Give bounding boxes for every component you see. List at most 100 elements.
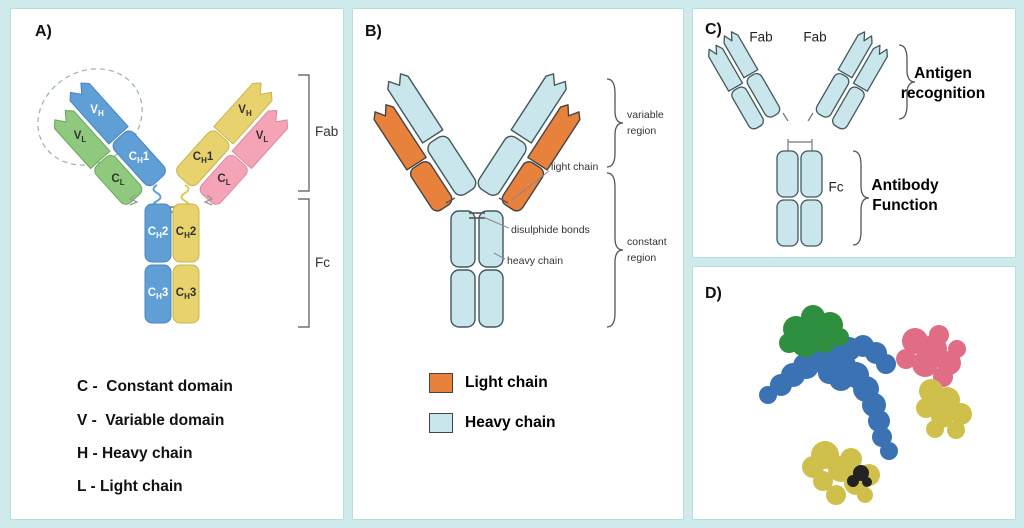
- fab-left-label: Fab: [749, 29, 773, 45]
- heavy-chain-legend-label: Heavy chain: [465, 414, 556, 431]
- vh-domain-right-yellow: [213, 82, 273, 145]
- molecule-green-lobe: [779, 305, 849, 357]
- vh-domain-left-blue: [69, 82, 129, 145]
- antigen-recognition-brace: [898, 44, 916, 120]
- fab-fragment-right: [815, 31, 888, 130]
- cl-domain-right-pink: [199, 154, 248, 205]
- label-ch2-left: CH2: [147, 225, 169, 241]
- light-chain-annotation: light chain: [551, 161, 599, 173]
- label-ch1-left: CH1: [128, 150, 150, 166]
- light-chain-pointer-line: [511, 170, 550, 201]
- fc-label: Fc: [828, 179, 844, 195]
- ch2-domain-yellow: [172, 203, 200, 263]
- vl-domain-left-green: [53, 110, 111, 169]
- antibody-function-brace: [852, 150, 870, 246]
- antibody-3d-surface-rendering: [759, 305, 972, 505]
- legend-variable-domain: V - Variable domain: [77, 412, 225, 429]
- fab-right-hinge-tick: [807, 112, 814, 122]
- label-ch3-right: CH3: [175, 286, 197, 302]
- panel-a: A): [10, 8, 344, 520]
- heavy-chain-pointer-line: [493, 252, 506, 260]
- legend-light-chain: L - Light chain: [77, 478, 183, 495]
- panel-b: B): [352, 8, 684, 520]
- constant-region-brace: [606, 172, 624, 328]
- fab-right-inner-variable: [837, 31, 873, 79]
- heavy-chain-ch1-left: [427, 135, 477, 196]
- variable-region-label-line2: region: [627, 125, 657, 137]
- light-chain-swatch: [429, 373, 453, 393]
- disulphide-bonds-annotation: disulphide bonds: [511, 224, 590, 236]
- antibody-b-right-arm: [477, 73, 581, 212]
- panel-b-label: B): [365, 23, 382, 40]
- antibody-a-fc-stem: [144, 203, 200, 324]
- antibody-function-line1: Antibody: [871, 177, 939, 194]
- constant-region-label-line2: region: [627, 252, 657, 264]
- antigen-recognition-line2: recognition: [900, 85, 986, 102]
- label-vl-left: VL: [73, 129, 87, 145]
- light-chain-constant-right: [501, 161, 545, 212]
- fab-left-inner-constant: [746, 72, 781, 118]
- fab-left-outer-variable: [708, 44, 744, 92]
- fc-ch3-right: [800, 199, 823, 247]
- light-heavy-bond-left: [445, 197, 456, 204]
- light-chain-constant-left: [409, 161, 453, 212]
- antibody-b-fc-stem: [450, 210, 504, 328]
- heavy-chain-swatch: [429, 413, 453, 433]
- molecule-pink-lobe: [896, 325, 966, 387]
- antibody-b-left-arm: [373, 73, 477, 212]
- molecule-blue-lobe: [759, 335, 898, 460]
- panel-c-fragments-diagram: [708, 31, 916, 247]
- panel-c: C) Fab: [692, 8, 1016, 258]
- fab-region-label: Fab: [315, 124, 339, 139]
- molecule-black-patch: [847, 465, 872, 487]
- panel-d: D): [692, 266, 1016, 520]
- label-vl-right: VL: [255, 129, 269, 145]
- antibody-a-left-arm: [53, 82, 166, 205]
- cl-domain-left-green: [94, 154, 143, 205]
- panel-a-antibody-diagram: [37, 68, 310, 328]
- constant-region-label-line1: constant: [627, 236, 667, 248]
- legend-constant-domain: C - Constant domain: [77, 378, 233, 395]
- ch3-domain-blue: [144, 264, 172, 324]
- fc-region-label: Fc: [315, 255, 330, 270]
- heavy-chain-ch3-left: [450, 269, 476, 328]
- fab-left-hinge-tick: [782, 112, 789, 122]
- fc-ch2-left: [776, 150, 799, 198]
- heavy-chain-annotation: heavy chain: [507, 255, 564, 267]
- label-vh-left: VH: [90, 103, 104, 119]
- ch1-domain-left-blue: [112, 130, 166, 187]
- label-cl-right: CL: [217, 172, 231, 188]
- light-chain-variable-right: [527, 104, 581, 171]
- fc-fragment: [776, 139, 823, 247]
- heavy-chain-ch3-right: [478, 269, 504, 328]
- heavy-chain-variable-left: [387, 73, 444, 144]
- legend-row-light-chain: Light chain: [429, 373, 548, 393]
- ch3-domain-yellow: [172, 264, 200, 324]
- label-ch3-left: CH3: [147, 286, 169, 302]
- fab-right-label: Fab: [803, 29, 827, 45]
- panel-c-label: C): [705, 21, 722, 38]
- light-chain-tail-left: [128, 194, 139, 206]
- heavy-chain-ch2-left: [450, 210, 476, 268]
- variable-region-label-line1: variable: [627, 109, 664, 121]
- disulphide-pointer-line: [482, 216, 510, 229]
- label-ch2-right: CH2: [175, 225, 197, 241]
- fc-ch3-left: [776, 199, 799, 247]
- fab-right-outer-variable: [852, 44, 888, 92]
- vl-domain-right-pink: [231, 110, 289, 169]
- panel-a-label: A): [35, 23, 52, 40]
- molecule-yellow-lobe: [802, 379, 972, 505]
- panel-b-antibody-diagram: [373, 73, 624, 328]
- ch2-domain-blue: [144, 203, 172, 263]
- antibody-a-right-arm: [176, 82, 289, 205]
- panel-d-label: D): [705, 285, 722, 302]
- antibody-function-line2: Function: [872, 197, 938, 214]
- fc-ch2-right: [800, 150, 823, 198]
- fab-right-inner-constant: [815, 72, 850, 118]
- label-ch1-right: CH1: [192, 150, 214, 166]
- light-heavy-bond-right: [498, 197, 509, 204]
- light-chain-variable-left: [373, 104, 427, 171]
- fab-right-outer-constant: [832, 86, 865, 130]
- label-vh-right: VH: [238, 103, 252, 119]
- heavy-chain-variable-right: [510, 73, 567, 144]
